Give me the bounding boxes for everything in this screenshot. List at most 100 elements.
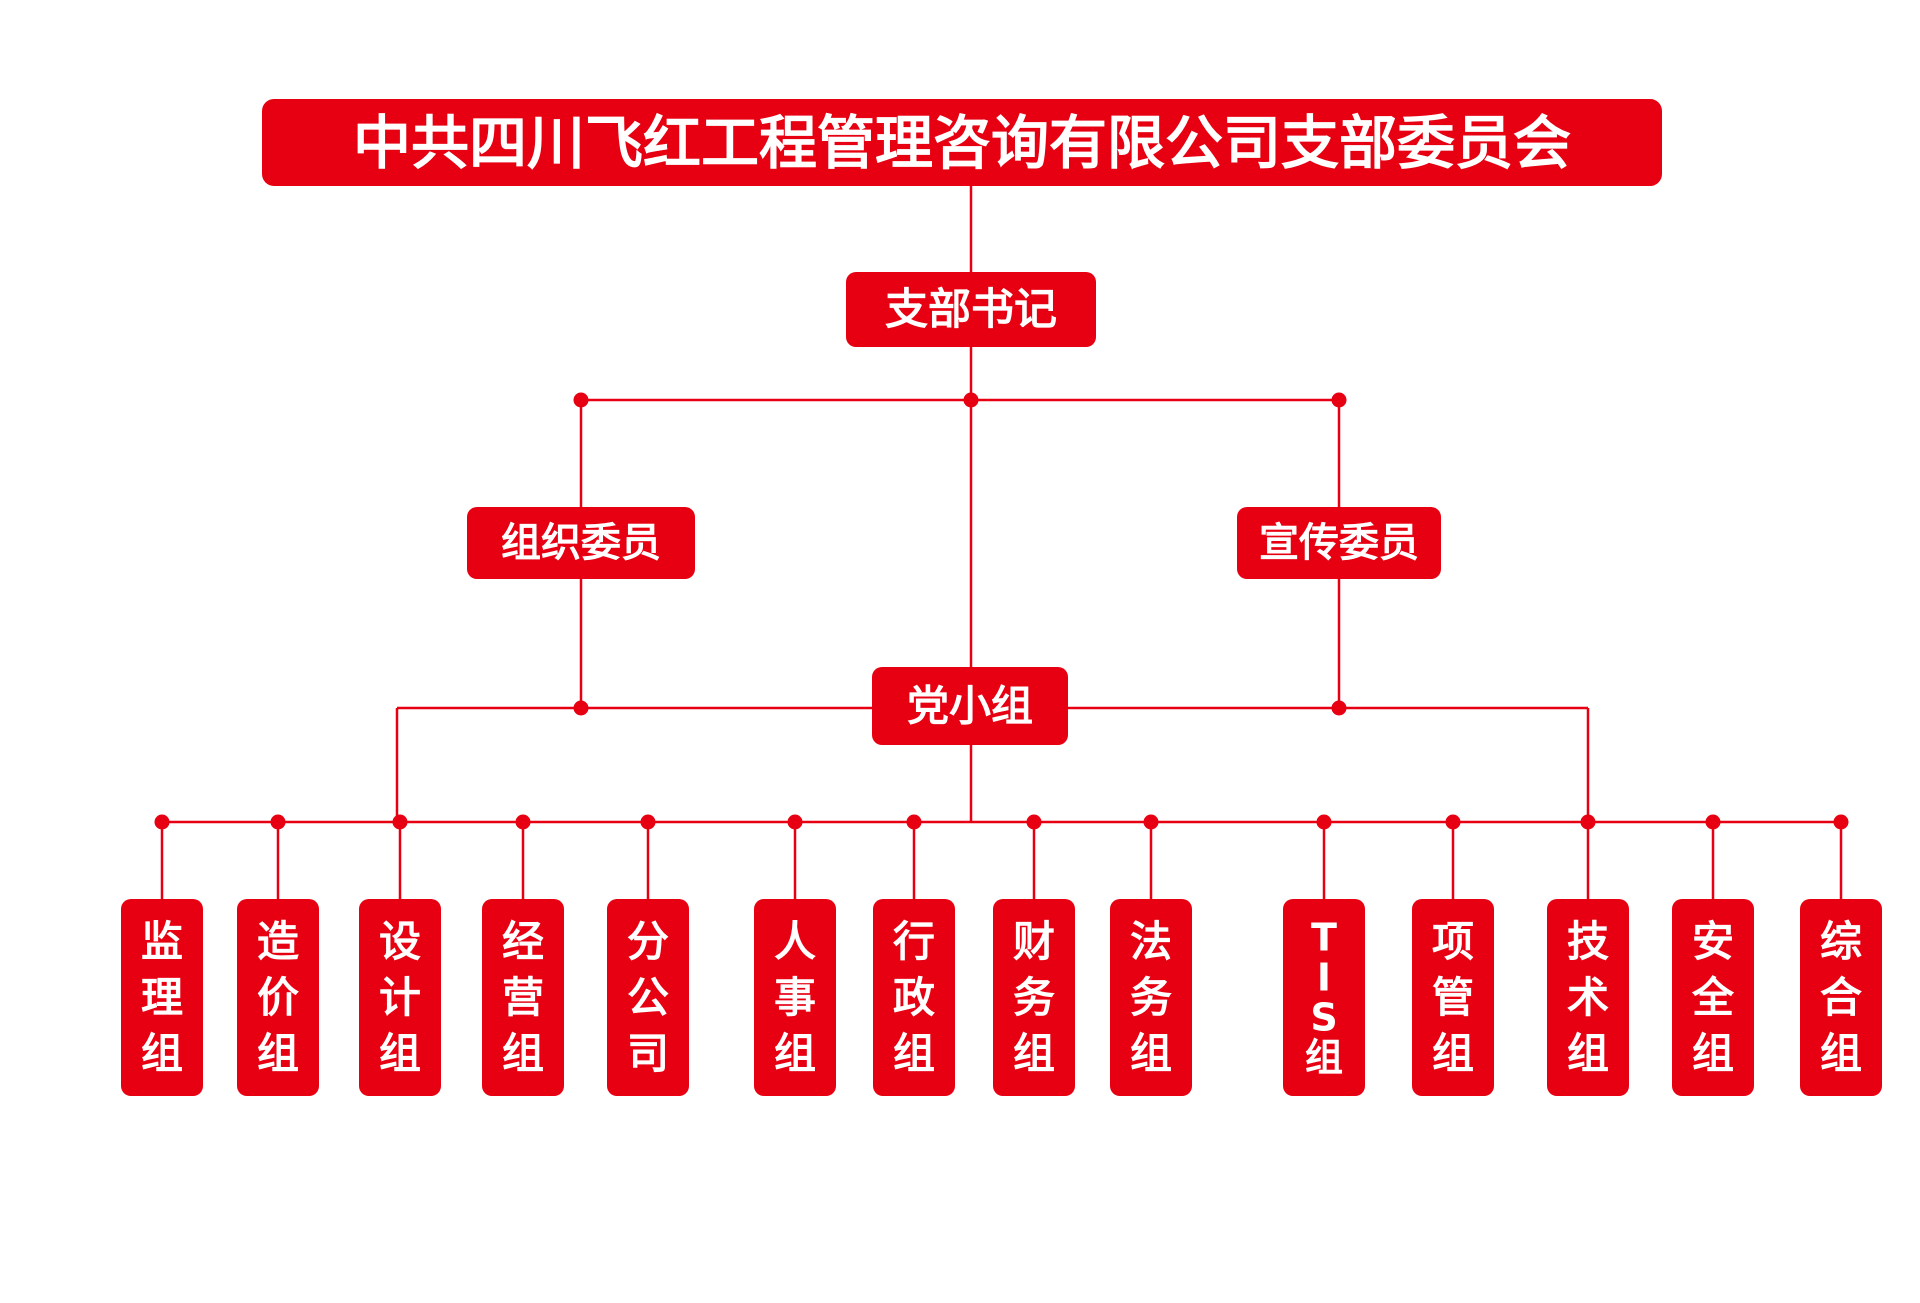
secretary-box [846, 272, 1096, 347]
organization-committee-label: 组织委员 [501, 520, 661, 566]
team-label-char: 务 [1130, 973, 1172, 1022]
connector-dot [1026, 814, 1042, 830]
team-node-xiangguan: 项管组 [1412, 899, 1494, 1096]
team-label-char: 组 [141, 1029, 183, 1078]
team-label-char: 组 [1692, 1029, 1734, 1078]
team-label-char: I [1317, 956, 1331, 1000]
team-node-jishu: 技术组 [1547, 899, 1629, 1096]
team-label-char: 务 [1013, 973, 1055, 1022]
root-node: 中共四川飞红工程管理咨询有限公司支部委员会 [262, 99, 1662, 186]
party-group-node: 党小组 [872, 667, 1068, 745]
team-box [873, 899, 955, 1096]
team-label-char: 组 [257, 1029, 299, 1078]
team-label-char: 营 [502, 973, 544, 1022]
connector-dot [1316, 814, 1332, 830]
team-node-caiwu: 财务组 [993, 899, 1075, 1096]
team-label-char: 组 [1567, 1029, 1609, 1078]
team-node-sheji: 设计组 [359, 899, 441, 1096]
publicity-committee-label: 宣传委员 [1259, 520, 1419, 566]
team-box [1547, 899, 1629, 1096]
team-label-char: 监 [141, 917, 183, 966]
team-label-char: 组 [1305, 1036, 1343, 1080]
team-node-fengongsi: 分公司 [607, 899, 689, 1096]
party-group-box [872, 667, 1068, 745]
team-box [1800, 899, 1882, 1096]
connector-dot [573, 392, 589, 408]
team-label-char: 财 [1013, 917, 1055, 966]
team-node-jingying: 经营组 [482, 899, 564, 1096]
connector-dot [270, 814, 286, 830]
team-label-char: 事 [774, 973, 816, 1022]
team-label-char: 设 [379, 917, 421, 966]
team-label-char: 政 [893, 973, 935, 1022]
team-label-char: 组 [893, 1029, 935, 1078]
connector-dot [906, 814, 922, 830]
team-box [482, 899, 564, 1096]
team-label-char: 造 [257, 917, 299, 966]
team-box [607, 899, 689, 1096]
team-label-char: 法 [1130, 917, 1172, 966]
team-label-char: 行 [893, 917, 935, 966]
secretary-node: 支部书记 [846, 272, 1096, 347]
team-label-char: 司 [627, 1029, 669, 1078]
team-node-zaojia: 造价组 [237, 899, 319, 1096]
secretary-label: 支部书记 [885, 285, 1057, 335]
team-label-char: 理 [141, 973, 183, 1022]
party-group-label: 党小组 [907, 682, 1033, 731]
team-box [754, 899, 836, 1096]
team-label-char: 综 [1820, 917, 1862, 966]
connector-dot [1445, 814, 1461, 830]
publicity-committee-box [1237, 507, 1441, 579]
team-label-char: 组 [1432, 1029, 1474, 1078]
team-node-zonghe: 综合组 [1800, 899, 1882, 1096]
connector-dot [1705, 814, 1721, 830]
connector-dot [1143, 814, 1159, 830]
team-box [237, 899, 319, 1096]
team-node-xingzheng: 行政组 [873, 899, 955, 1096]
connector-dot [515, 814, 531, 830]
team-label-char: 全 [1691, 973, 1735, 1022]
team-label-char: 组 [379, 1029, 421, 1078]
root-box [262, 99, 1662, 186]
team-label-char: 计 [379, 973, 421, 1022]
publicity-committee-node: 宣传委员 [1237, 507, 1441, 579]
team-node-renshi: 人事组 [754, 899, 836, 1096]
team-box [993, 899, 1075, 1096]
team-box [1110, 899, 1192, 1096]
connector-dot [1331, 700, 1347, 716]
team-label-char: 技 [1567, 917, 1609, 966]
team-node-anquan: 安全组 [1672, 899, 1754, 1096]
connector-dot [392, 814, 408, 830]
organization-committee-node: 组织委员 [467, 507, 695, 579]
connector-dot [1833, 814, 1849, 830]
team-box [1283, 899, 1365, 1096]
team-label-char: 公 [627, 973, 669, 1022]
team-label-char: 组 [1130, 1029, 1172, 1078]
connector-dot [1331, 392, 1347, 408]
organization-committee-box [467, 507, 695, 579]
team-box [1672, 899, 1754, 1096]
team-label-char: 管 [1432, 973, 1474, 1022]
team-node-jianli: 监理组 [121, 899, 203, 1096]
team-label-char: 组 [1820, 1029, 1862, 1078]
connector-dot [963, 392, 979, 408]
root-title: 中共四川飞红工程管理咨询有限公司支部委员会 [353, 109, 1571, 177]
connector-dot [640, 814, 656, 830]
team-label-char: S [1310, 996, 1337, 1040]
team-label-char: 人 [774, 917, 816, 966]
team-label-char: 组 [1013, 1029, 1055, 1078]
team-label-char: T [1311, 916, 1337, 960]
team-label-char: 组 [502, 1029, 544, 1078]
team-label-char: 经 [502, 917, 544, 966]
connector-dot [1580, 814, 1596, 830]
team-box [121, 899, 203, 1096]
team-box [1412, 899, 1494, 1096]
connector-dot [787, 814, 803, 830]
connector-dot [154, 814, 170, 830]
team-label-char: 术 [1567, 973, 1609, 1022]
team-label-char: 价 [257, 973, 299, 1022]
team-boxes: 监理组造价组设计组经营组分公司人事组行政组财务组法务组TIS组项管组技术组安全组… [121, 899, 1882, 1096]
team-node-fawu: 法务组 [1110, 899, 1192, 1096]
